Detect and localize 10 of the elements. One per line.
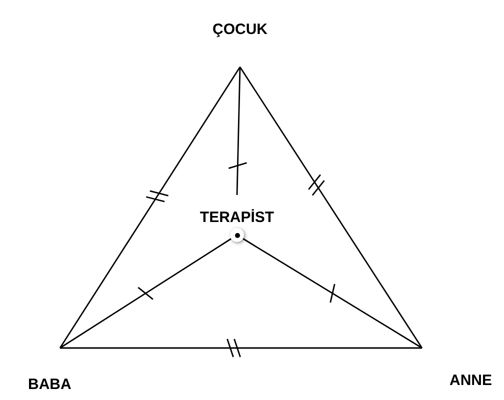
node-label: TERAPİST [200,210,274,225]
node-label: ANNE [449,373,492,388]
node-label: BABA [28,377,72,392]
connector-line [242,238,422,349]
node-label: ÇOCUK [212,22,268,37]
connector-line [60,347,422,349]
connector-line [60,238,232,349]
connector-line [59,66,241,348]
connector-line [236,66,241,196]
connector-line [239,66,423,348]
